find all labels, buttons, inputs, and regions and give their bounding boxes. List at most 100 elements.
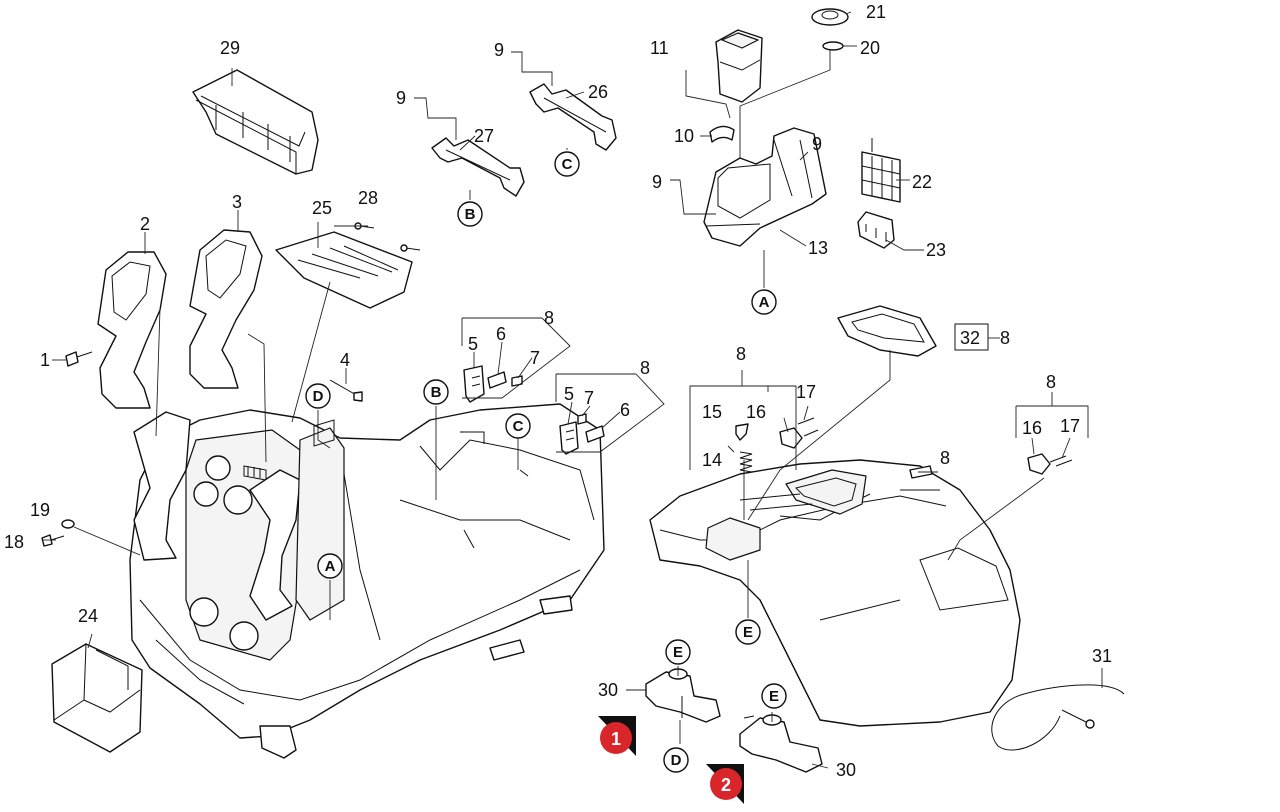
part-16-latch-b [1027, 453, 1067, 475]
reference-markers: A A B B C C D D [305, 151, 787, 773]
label-part-8f: 8 [1046, 372, 1056, 392]
svg-text:A: A [759, 294, 770, 311]
svg-text:1: 1 [611, 729, 621, 749]
label-part-6a: 6 [496, 324, 506, 344]
svg-text:C: C [513, 418, 524, 435]
label-part-1: 1 [40, 350, 50, 370]
label-part-24: 24 [78, 606, 98, 626]
label-part-14: 14 [702, 450, 722, 470]
label-part-11: 11 [650, 38, 669, 58]
part-4-bolt [329, 379, 363, 402]
part-number-labels: 1 2 3 4 5 5 6 6 7 7 8 8 8 8 8 8 9 9 9 9 … [4, 2, 1112, 780]
svg-text:E: E [743, 624, 753, 641]
part-11-cartridge [715, 29, 763, 103]
label-part-6b: 6 [620, 400, 630, 420]
part-5-clamp-b [559, 421, 579, 455]
main-base-body [129, 403, 605, 759]
label-part-5b: 5 [564, 384, 574, 404]
label-part-8a: 8 [544, 308, 554, 328]
svg-text:E: E [673, 644, 683, 661]
label-part-5a: 5 [468, 334, 478, 354]
ref-marker-c-1: C [554, 151, 580, 177]
part-24-box [51, 643, 143, 753]
ref-marker-e-1: E [735, 619, 761, 645]
label-part-18: 18 [4, 532, 24, 552]
part-25-lid [275, 231, 413, 309]
label-part-29: 29 [220, 38, 240, 58]
ref-marker-e-2: E [665, 639, 691, 665]
svg-text:B: B [431, 384, 442, 401]
variant-badge-2: 2 [706, 764, 744, 804]
label-part-7b: 7 [584, 388, 594, 408]
label-part-10: 10 [674, 126, 694, 146]
label-part-9d: 9 [812, 134, 822, 154]
part-6-screw-a [487, 371, 507, 389]
label-part-16a: 16 [746, 402, 766, 422]
label-part-21: 21 [866, 2, 886, 22]
part-15-screw [735, 423, 749, 441]
part-16-latch-a [779, 427, 819, 449]
label-part-8b: 8 [640, 358, 650, 378]
label-part-32: 32 [960, 328, 980, 348]
label-part-30b: 30 [836, 760, 856, 780]
label-part-26: 26 [588, 82, 608, 102]
leader-lines [42, 11, 1103, 769]
ref-marker-d-2: D [663, 747, 689, 773]
label-part-2: 2 [140, 214, 150, 234]
part-30-lock-variant-2 [739, 714, 823, 773]
part-5-clamp-a [463, 365, 485, 403]
ref-marker-a-2: A [317, 553, 343, 579]
label-part-19: 19 [30, 500, 50, 520]
svg-text:C: C [562, 156, 573, 173]
label-part-9b: 9 [396, 88, 406, 108]
svg-text:E: E [769, 688, 779, 705]
part-3-handle [189, 229, 263, 389]
part-10-clip [709, 125, 735, 143]
label-part-22: 22 [912, 172, 932, 192]
label-part-8c: 8 [1000, 328, 1010, 348]
part-32-label-box [954, 323, 989, 351]
svg-text:D: D [671, 752, 682, 769]
svg-text:B: B [465, 206, 476, 223]
label-part-17a: 17 [796, 382, 816, 402]
label-part-30a: 30 [598, 680, 618, 700]
label-part-16b: 16 [1022, 418, 1042, 438]
part-21-cap [811, 8, 849, 26]
label-part-9a: 9 [494, 40, 504, 60]
part-20-oring [822, 41, 844, 51]
label-part-8d: 8 [736, 344, 746, 364]
part-6-screw-b [585, 425, 605, 443]
label-part-3: 3 [232, 192, 242, 212]
ref-marker-e-3: E [761, 683, 787, 709]
main-hood [649, 459, 1021, 727]
label-part-4: 4 [340, 350, 350, 370]
label-part-9c: 9 [652, 172, 662, 192]
label-part-8e: 8 [940, 448, 950, 468]
part-31-cable [991, 684, 1125, 751]
label-part-15: 15 [702, 402, 722, 422]
ref-marker-b-2: B [423, 379, 449, 405]
label-part-7a: 7 [530, 348, 540, 368]
part-29-tray [192, 69, 319, 175]
ref-marker-b-1: B [457, 201, 483, 227]
label-part-13: 13 [808, 238, 828, 258]
part-26-bracket [529, 83, 617, 151]
part-27-bracket [431, 137, 525, 197]
part-32-pad [837, 305, 937, 357]
part-18-screw [41, 534, 65, 547]
label-part-27: 27 [474, 126, 494, 146]
ref-marker-d-1: D [305, 383, 331, 409]
part-7-nut-a [511, 375, 523, 387]
part-17-pin-b [1055, 459, 1073, 467]
part-22-label [861, 138, 901, 203]
svg-text:2: 2 [721, 775, 731, 795]
label-part-25: 25 [312, 198, 332, 218]
svg-text:A: A [325, 558, 336, 575]
part-1-screw [65, 351, 93, 367]
part-17-pin-a [797, 417, 815, 425]
part-14-spring [739, 451, 753, 473]
part-19-washer [61, 519, 75, 529]
part-13-column [703, 127, 827, 247]
